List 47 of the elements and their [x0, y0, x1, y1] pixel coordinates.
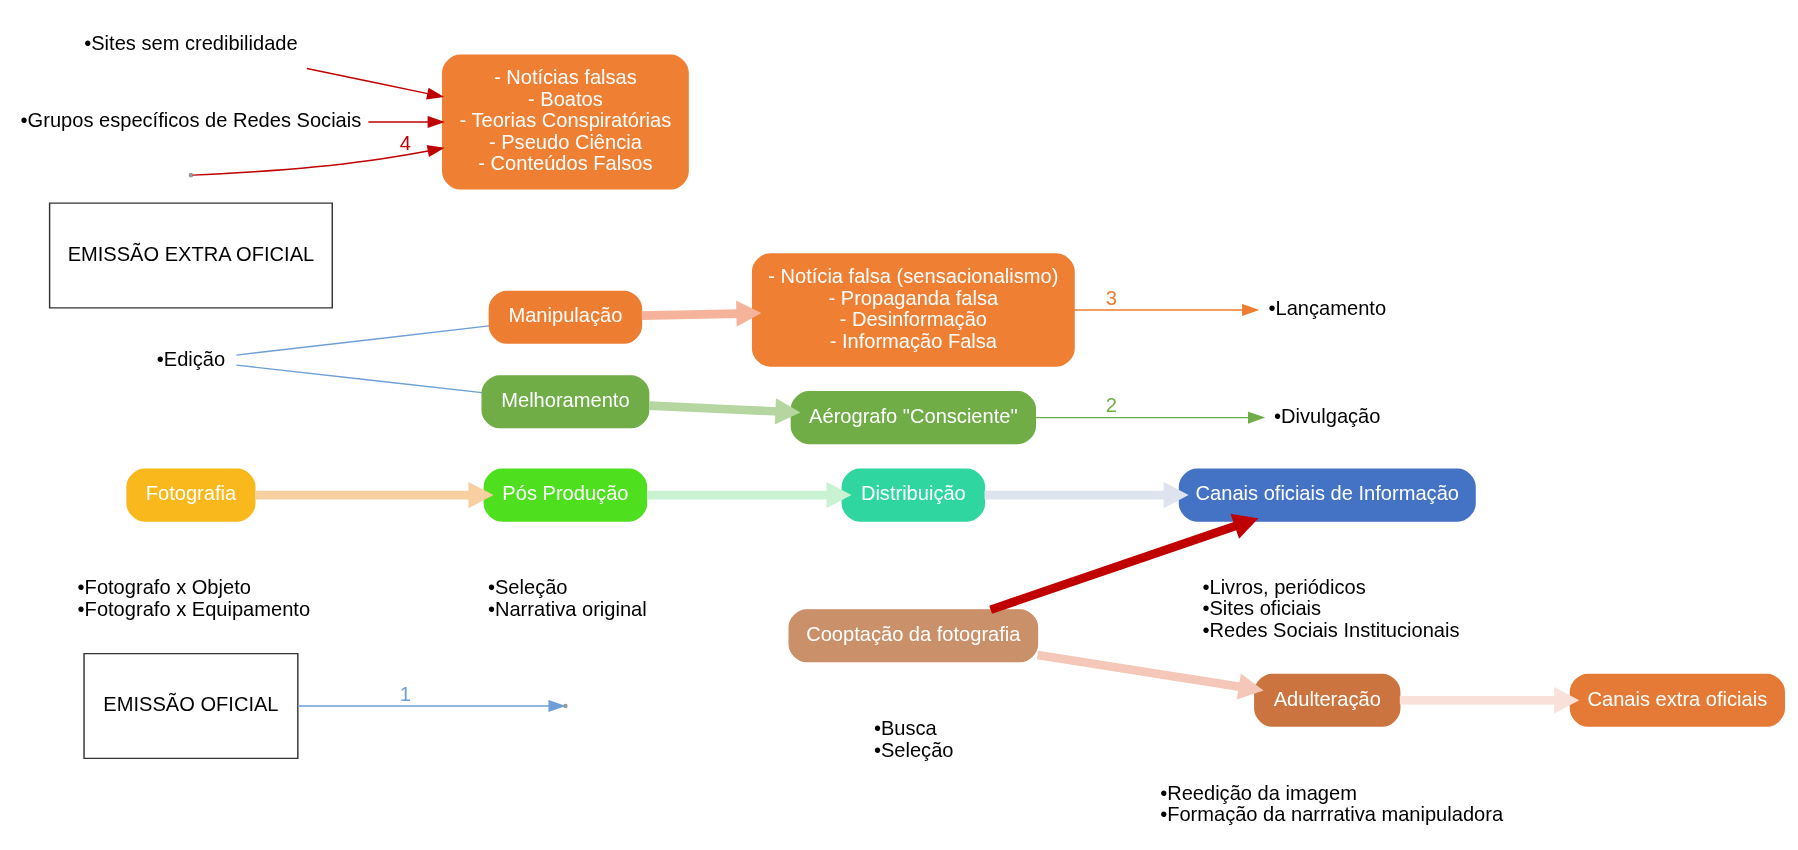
- node-box: - Notícia falsa (sensacionalismo) - Propaganda falsa - Desinformação - Informação Falsa: [751, 252, 1075, 367]
- node-box: Melhoramento: [481, 374, 650, 428]
- arrow: [646, 481, 852, 508]
- node-box: Adulteração: [1254, 673, 1401, 727]
- node-box: EMISSÃO EXTRA OFICIAL: [48, 201, 333, 309]
- edge-label: 2: [1105, 393, 1117, 416]
- arrow: [1034, 411, 1266, 424]
- edge-label: 3: [1105, 286, 1117, 309]
- node-label: •Fotografo x Equipamento: [77, 597, 311, 620]
- arrow: [648, 397, 801, 424]
- arrow: [1073, 303, 1260, 316]
- node-box: Manipulação: [488, 290, 643, 344]
- node-label: •Busca: [873, 716, 937, 739]
- arrow: [306, 67, 445, 99]
- node-box: Fotografia: [126, 468, 256, 522]
- node-text: •Grupos específicos de Redes Sociais: [20, 108, 362, 131]
- node-text: •Divulgação: [1274, 404, 1381, 427]
- arrow: [191, 144, 445, 176]
- node-label: •Livros, periódicos: [1202, 575, 1366, 598]
- node-text: •Edição: [156, 347, 226, 370]
- arrow: [1036, 650, 1264, 700]
- edge-label: 1: [399, 682, 412, 705]
- connector: [235, 324, 490, 356]
- connector: [235, 363, 483, 393]
- node-label: •Reedição da imagem: [1160, 781, 1357, 804]
- node-text: •Sites sem credibilidade: [84, 31, 298, 54]
- node-label: •Narrativa original: [487, 597, 647, 620]
- arrow: [367, 115, 445, 128]
- node-label: •Seleção: [487, 575, 568, 598]
- node-box: - Notícias falsas - Boatos - Teorias Conspiratórias - Pseudo Ciência - Conteúdos Falsos: [442, 54, 689, 189]
- arrow: [1399, 686, 1580, 713]
- node-label: •Fotografo x Objeto: [77, 575, 251, 598]
- edge-label: 4: [399, 131, 412, 154]
- node-box: Pós Produção: [483, 468, 648, 522]
- node-box: Canais oficiais de Informação: [1178, 468, 1476, 522]
- node-box: EMISSÃO OFICIAL: [83, 652, 299, 759]
- node-box: Canais extra oficiais: [1569, 673, 1785, 727]
- node-text: •Lançamento: [1268, 296, 1387, 319]
- arrow: [641, 300, 762, 327]
- arrow: [984, 481, 1189, 508]
- node-label: •Redes Sociais Institucionais: [1202, 618, 1460, 641]
- arrow: [255, 481, 494, 508]
- arrow: [989, 513, 1259, 614]
- node-box: Distribuição: [841, 468, 986, 522]
- node-box: Cooptação da fotografia: [788, 608, 1039, 662]
- node-box: Aérografo "Consciente": [790, 390, 1036, 444]
- node-label: •Seleção: [873, 738, 954, 760]
